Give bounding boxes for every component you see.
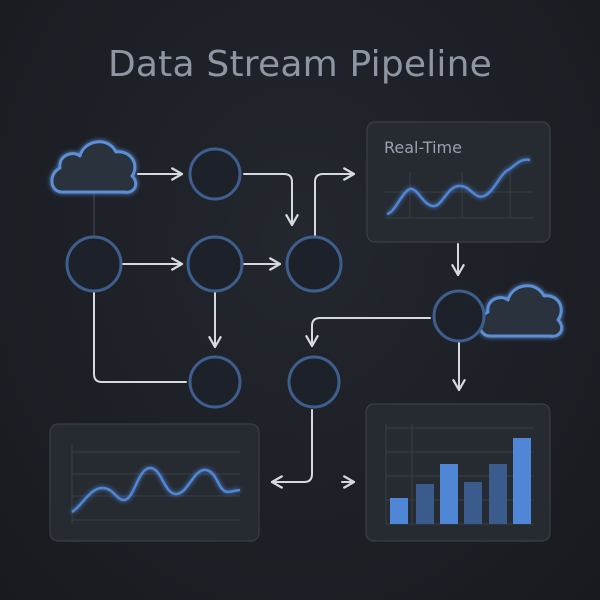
connector-node-b-to-node-h: [305, 317, 431, 348]
node-f: [285, 235, 343, 293]
realtime-panel-grid: [385, 172, 533, 219]
node-a: [188, 147, 242, 201]
connector-node-d-to-node-g: [93, 289, 187, 383]
realtime-panel: Real-Time: [366, 121, 551, 243]
node-b: [432, 289, 486, 343]
cloud-icon: [478, 284, 564, 338]
node-g: [188, 355, 242, 409]
line-chart-series: [71, 466, 241, 514]
realtime-panel-label: Real-Time: [384, 138, 462, 157]
connector-node-a-to-node-f: [243, 173, 299, 227]
node-d: [65, 235, 123, 293]
connector-node-f-to-realtime-panel: [314, 167, 356, 238]
cloud-icon: [50, 140, 138, 194]
node-h: [287, 355, 341, 409]
connector-node-h-to-line-panel: [270, 409, 313, 489]
pipeline-nodes: [65, 147, 486, 409]
node-e: [186, 235, 244, 293]
bar-2: [416, 484, 434, 524]
bar-1: [390, 498, 408, 524]
realtime-line-series: [386, 158, 531, 216]
bar-5: [489, 464, 507, 524]
connectors: [93, 167, 466, 489]
bar-chart-grid: [385, 424, 534, 525]
bar-3: [440, 464, 458, 524]
page-title: Data Stream Pipeline: [108, 44, 492, 85]
line-chart-panel: [49, 423, 260, 542]
bar-6: [513, 438, 531, 524]
bar-chart-panel: [365, 403, 551, 542]
bar-4: [464, 482, 482, 524]
